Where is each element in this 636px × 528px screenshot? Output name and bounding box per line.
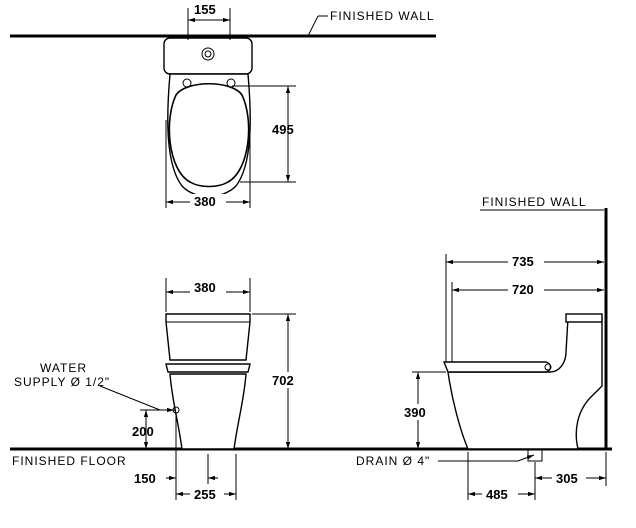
water-supply-label-2: SUPPLY Ø 1/2" bbox=[14, 375, 110, 389]
dim-side-seat-length: 720 bbox=[512, 282, 534, 297]
dim-top-depth: 495 bbox=[272, 122, 294, 137]
finished-floor-label: FINISHED FLOOR bbox=[12, 454, 127, 468]
side-view: FINISHED WALL 735 720 390 DRAIN Ø 4" bbox=[356, 195, 608, 502]
dim-water-supply-height: 200 bbox=[132, 424, 154, 439]
drain-pipe bbox=[527, 448, 543, 462]
dim-side-overall-length: 735 bbox=[512, 254, 534, 269]
finished-wall-side-label: FINISHED WALL bbox=[482, 195, 587, 209]
side-view-body bbox=[447, 317, 603, 450]
dim-front-width: 380 bbox=[194, 280, 216, 295]
dim-water-supply-offset: 150 bbox=[134, 471, 156, 486]
front-view: 380 702 WATER SUPPLY Ø 1/2" 200 150 255 bbox=[14, 278, 306, 502]
dim-top-inlet-spacing: 155 bbox=[194, 2, 216, 17]
dim-side-drain-to-front: 485 bbox=[486, 487, 508, 502]
top-view-tank bbox=[163, 37, 253, 75]
side-view-seat bbox=[442, 361, 552, 373]
dim-front-height: 702 bbox=[272, 373, 294, 388]
dim-top-width: 380 bbox=[194, 194, 216, 209]
front-view-tank bbox=[165, 313, 251, 361]
dim-side-drain-to-wall: 305 bbox=[556, 471, 578, 486]
dim-side-seat-height: 390 bbox=[404, 405, 426, 420]
flush-button-top bbox=[201, 47, 215, 61]
drain-label: DRAIN Ø 4" bbox=[356, 454, 430, 468]
top-view: FINISHED WALL 155 495 380 bbox=[10, 2, 436, 209]
dim-front-foot-width: 255 bbox=[194, 487, 216, 502]
front-view-bowl bbox=[169, 373, 247, 450]
water-supply-label-1: WATER bbox=[40, 361, 87, 375]
top-view-seat bbox=[168, 82, 250, 188]
finished-wall-top-label: FINISHED WALL bbox=[330, 9, 435, 23]
top-view-bowl bbox=[167, 73, 251, 198]
